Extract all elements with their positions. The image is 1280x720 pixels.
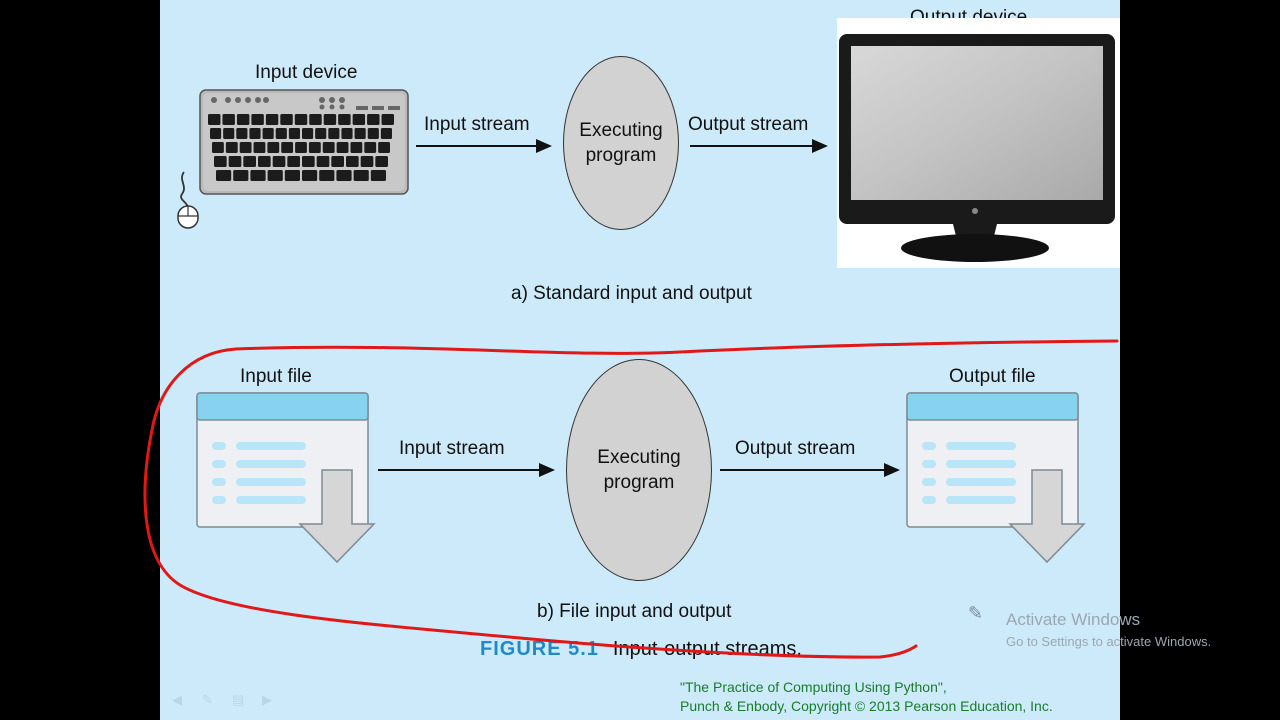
output-file-icon xyxy=(906,392,1086,564)
caption-b: b) File input and output xyxy=(537,601,732,622)
slide-nav-next-icon[interactable]: ▶ xyxy=(262,692,272,707)
copyright-credit: "The Practice of Computing Using Python"… xyxy=(680,678,1053,716)
input-file-icon xyxy=(196,392,376,564)
slide: Input device Input stream Executing progr… xyxy=(160,0,1120,720)
input-device-label: Input device xyxy=(255,62,358,83)
input-stream-arrow-a xyxy=(416,139,552,153)
watermark-line1: Activate Windows xyxy=(1006,610,1141,629)
output-stream-label-b: Output stream xyxy=(735,438,856,459)
caption-a: a) Standard input and output xyxy=(511,283,752,304)
input-file-label: Input file xyxy=(240,366,312,387)
output-file-label: Output file xyxy=(949,366,1036,387)
program-label-line1: Executing xyxy=(597,447,681,468)
output-stream-arrow-b xyxy=(720,463,900,477)
keyboard-icon xyxy=(199,89,409,195)
slide-nav-prev-icon[interactable]: ◀ xyxy=(172,692,182,707)
executing-program-b: Executing program xyxy=(566,359,712,581)
input-stream-label-b: Input stream xyxy=(399,438,505,459)
mouse-icon xyxy=(177,171,199,229)
program-label-line2: program xyxy=(603,472,675,493)
input-stream-label-a: Input stream xyxy=(424,114,530,135)
program-label-line1: Executing xyxy=(579,120,663,141)
executing-program-a: Executing program xyxy=(563,56,679,230)
program-label-line2: program xyxy=(585,145,657,166)
input-stream-arrow-b xyxy=(378,463,555,477)
credit-line2: Punch & Enbody, Copyright © 2013 Pearson… xyxy=(680,698,1053,714)
pen-icon: ✎ xyxy=(968,603,984,623)
watermark-line2: Go to Settings to activate Windows. xyxy=(1006,634,1212,649)
output-stream-label-a: Output stream xyxy=(688,114,809,135)
slide-nav-menu-icon[interactable]: ▤ xyxy=(232,692,245,707)
credit-line1: "The Practice of Computing Using Python"… xyxy=(680,679,947,695)
slide-nav-pen-icon[interactable]: ✎ xyxy=(202,692,213,707)
output-stream-arrow-a xyxy=(690,139,828,153)
monitor-icon xyxy=(837,18,1120,268)
activate-windows-watermark: Activate Windows Go to Settings to activ… xyxy=(1006,610,1211,649)
